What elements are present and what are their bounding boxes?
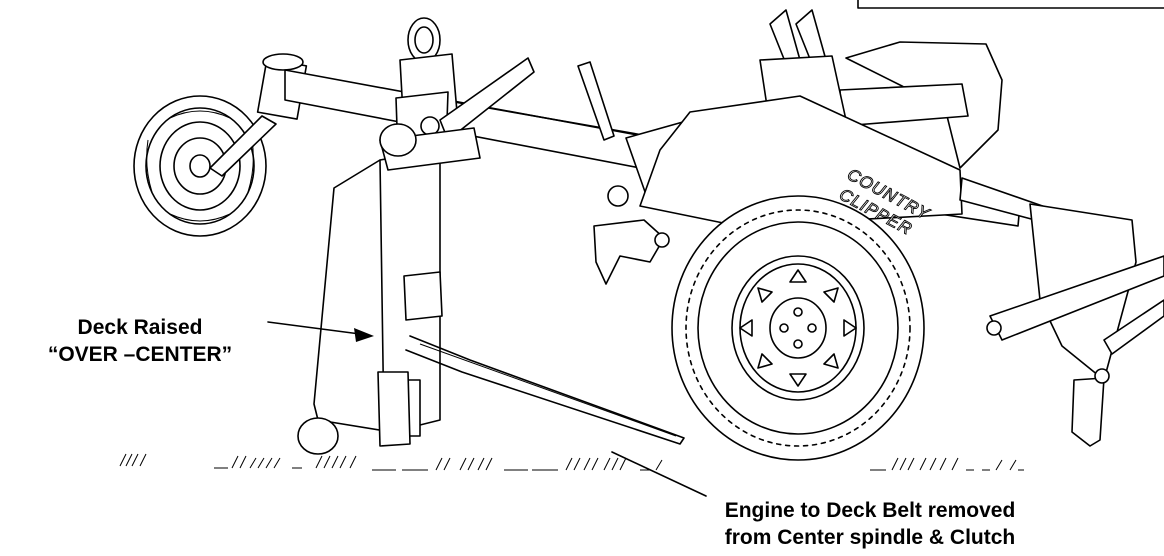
deck-raised-line-2: “OVER –CENTER” — [47, 343, 233, 366]
front-caster-wheel — [133, 95, 267, 237]
belt-removed-line-1: Engine to Deck Belt removed — [724, 499, 1016, 522]
deck-raised-line-1: Deck Raised — [77, 316, 203, 339]
belt-removed-line-2: from Center spindle & Clutch — [724, 526, 1016, 549]
deck-belt — [405, 335, 685, 445]
deck-raised-callout: Deck Raised “OVER –CENTER” — [0, 314, 280, 368]
text-box-fragment — [857, 0, 1164, 9]
callout-arrows — [267, 321, 707, 497]
belt-pointer-line — [611, 451, 707, 497]
rear-engine — [986, 203, 1164, 447]
mower-deck — [297, 123, 481, 455]
rear-drive-wheel — [671, 195, 925, 461]
belt-removed-callout: Engine to Deck Belt removed from Center … — [672, 497, 1068, 551]
deck-arrowhead — [354, 328, 374, 342]
ground-hatching — [119, 453, 1024, 471]
